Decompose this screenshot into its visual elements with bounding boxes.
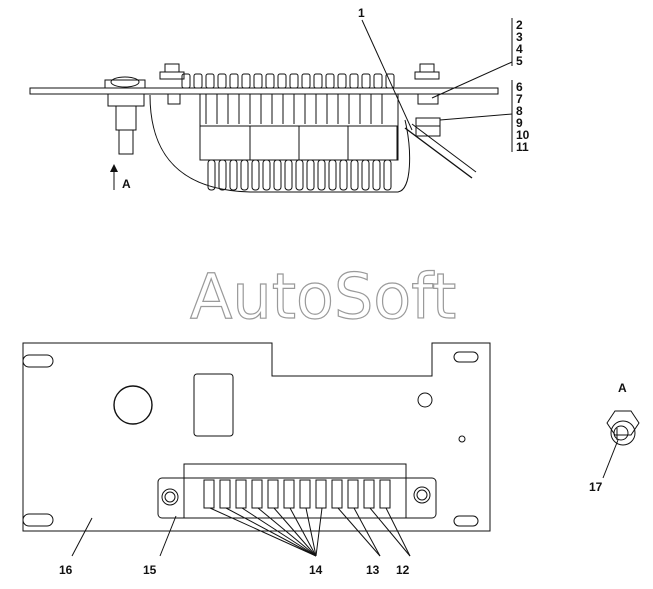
view-a-title: A [618,381,627,395]
callout-8: 8 [516,104,523,118]
terminal-tooth [313,73,323,89]
wire-loop [350,159,359,191]
side-view: A 1 2 3 4 5 6 7 8 9 10 11 [29,6,530,193]
slot-top-left [22,354,54,368]
connector-pin-slot [299,479,311,509]
callout-17: 17 [589,480,603,494]
plan-view: 12 13 14 15 16 [22,342,491,577]
terminal-tooth [193,73,203,89]
round-hole [113,385,153,425]
callout-14: 14 [309,563,323,577]
screw-right [414,63,441,137]
wire-loop [207,159,216,191]
terminal-tooth [349,73,359,89]
wire-loop [218,159,227,191]
rectangular-cutout [193,373,234,437]
connector-pin-slot [363,479,375,509]
connector-pin-slot [267,479,279,509]
terminal-teeth-top [181,73,395,89]
slot-top-right [453,351,479,363]
cable-harness [149,94,411,193]
view-a: A 17 [589,381,640,494]
callout-13: 13 [366,563,380,577]
callout-2: 2 [516,18,523,32]
wire-loop [383,159,392,191]
leaders-14 [209,507,323,557]
callout-3: 3 [516,30,523,44]
terminal-tooth [253,73,263,89]
wire-loops [207,159,392,191]
wire-loop [262,159,271,191]
terminal-tooth [385,73,395,89]
screw-left [159,63,185,105]
callout-6: 6 [516,80,523,94]
flange-screw-right [413,486,431,504]
connector-pin-slot [219,479,231,509]
terminal-tooth [217,73,227,89]
connector-pin-slot [283,479,295,509]
callout-4: 4 [516,42,523,56]
callout-1: 1 [358,6,365,20]
wire-loop [306,159,315,191]
terminal-tooth [325,73,335,89]
callout-7: 7 [516,92,523,106]
wire-loop [339,159,348,191]
terminal-tooth [361,73,371,89]
callout-16: 16 [59,563,73,577]
connector-body [183,463,407,519]
terminal-tooth [373,73,383,89]
terminal-tooth [289,73,299,89]
wire-loop [284,159,293,191]
terminal-tooth [181,73,191,89]
callout-15: 15 [143,563,157,577]
connector-pin-slot [315,479,327,509]
terminal-tooth [241,73,251,89]
terminal-tooth [337,73,347,89]
probe-wire [404,127,473,179]
connector-pin-slot [347,479,359,509]
callout-12: 12 [396,563,410,577]
wire-loop [240,159,249,191]
connector-pins [203,479,391,509]
view-arrow-a: A [110,164,131,191]
wire-loop [273,159,282,191]
callout-9: 9 [516,116,523,130]
connector-pin-slot [251,479,263,509]
small-hole [417,392,433,408]
callout-10: 10 [516,128,530,142]
terminal-tooth [301,73,311,89]
wire-loop [229,159,238,191]
connector-pin-slot [331,479,343,509]
terminal-tooth [277,73,287,89]
connector-flange [157,477,437,519]
mounting-plate-side [29,87,499,95]
connector-pin-slot [379,479,391,509]
connector-pin-slot [203,479,215,509]
wire-loop [328,159,337,191]
slot-bottom-left [22,513,54,527]
hex-nut [606,410,640,436]
wire-loop [317,159,326,191]
wire-loop [251,159,260,191]
tiny-hole [458,435,466,443]
connector-pin-slot [235,479,247,509]
wire-loop [361,159,370,191]
flange-screw-left [161,488,179,506]
mounting-plate-plan [22,342,491,532]
wire-loop [295,159,304,191]
slot-bottom-right [453,515,479,527]
terminal-tooth [229,73,239,89]
terminal-tooth [205,73,215,89]
terminal-tooth [265,73,275,89]
view-arrow-label: A [122,177,131,191]
callout-5: 5 [516,54,523,68]
callout-11: 11 [516,140,529,154]
wire-loop [372,159,381,191]
watermark: AutoSoft [190,260,456,333]
connector-17-side [104,76,146,155]
